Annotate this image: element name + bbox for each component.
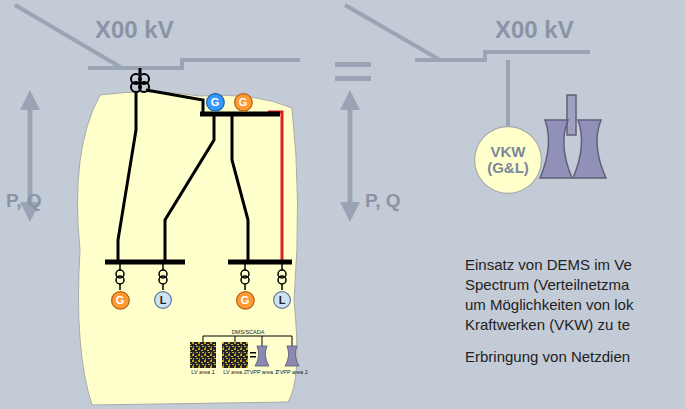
busbar [105, 114, 292, 262]
equal-sign [335, 62, 371, 81]
annotation-text: Erbringung von Netzdien [465, 348, 630, 365]
label-text: X00 kV [95, 16, 174, 43]
cooling-tower-icon [255, 346, 299, 366]
cooling-tower-icon [540, 95, 606, 178]
unit-circle: L [154, 291, 172, 309]
area-caption: TVPP area 2 [276, 369, 307, 375]
label-text: LV area 1 [191, 369, 214, 375]
equal-sign [250, 352, 256, 358]
label-text: P, Q [365, 190, 401, 211]
node-body: G [111, 291, 130, 310]
unit-circle: G [206, 93, 225, 112]
annotation-text: um Möglichkeiten von lok [465, 296, 633, 313]
area-caption: LV area 2 [223, 369, 246, 375]
annotation-text: Kraftwerken (VKW) zu te [465, 316, 630, 333]
node-label: G [116, 294, 125, 306]
hv-line [15, 5, 300, 68]
lv-area-image [190, 342, 216, 368]
annotation-text: P, Q [365, 190, 401, 212]
double-arrow [348, 100, 353, 212]
node-body: G [206, 93, 225, 112]
node-body: L [154, 291, 172, 309]
label-text: Einsatz von DEMS im Ve [465, 256, 632, 273]
annotation-text: X00 kV [495, 16, 574, 44]
unit-circle: G [111, 291, 130, 310]
label-text: TVPP area 1 [246, 369, 277, 375]
node-body: VKW (G&L) [474, 126, 542, 194]
distribution-region [78, 92, 298, 405]
area-caption: TVPP area 1 [246, 369, 277, 375]
label-text: Erbringung von Netzdien [465, 348, 630, 365]
node-label: G [211, 96, 220, 108]
node-body: G [234, 93, 253, 112]
area-caption: LV area 1 [191, 369, 214, 375]
unit-circle: L [273, 291, 291, 309]
label-text: P, Q [6, 190, 42, 211]
node-label: G [239, 96, 248, 108]
label-text: Kraftwerken (VKW) zu te [465, 316, 630, 333]
node-label: L [279, 294, 286, 306]
node-label: VKW (G&L) [482, 144, 534, 177]
annotation-text: X00 kV [95, 16, 174, 44]
area-caption: DMS/SCADA [232, 329, 265, 335]
label-text: um Möglichkeiten von lok [465, 296, 633, 313]
node-body: G [236, 291, 255, 310]
node-body: L [273, 291, 291, 309]
annotation-text: Spectrum (Verteilnetzma [465, 276, 629, 293]
unit-circle: G [234, 93, 253, 112]
annotation-text: Einsatz von DEMS im Ve [465, 256, 632, 273]
new-line [268, 112, 282, 262]
label-text: X00 kV [495, 16, 574, 43]
transformer-symbol [116, 262, 286, 290]
hv-tap [139, 68, 142, 74]
lv-area-image [222, 342, 248, 368]
node-label: G [241, 294, 250, 306]
unit-circle: G [236, 291, 255, 310]
annotation-text: P, Q [6, 190, 42, 212]
plant-circle: VKW (G&L) [474, 126, 542, 194]
label-text: Spectrum (Verteilnetzma [465, 276, 629, 293]
hv-line [345, 5, 590, 127]
label-text: LV area 2 [223, 369, 246, 375]
label-text: DMS/SCADA [232, 329, 265, 335]
node-label: L [160, 294, 167, 306]
label-text: TVPP area 2 [276, 369, 307, 375]
